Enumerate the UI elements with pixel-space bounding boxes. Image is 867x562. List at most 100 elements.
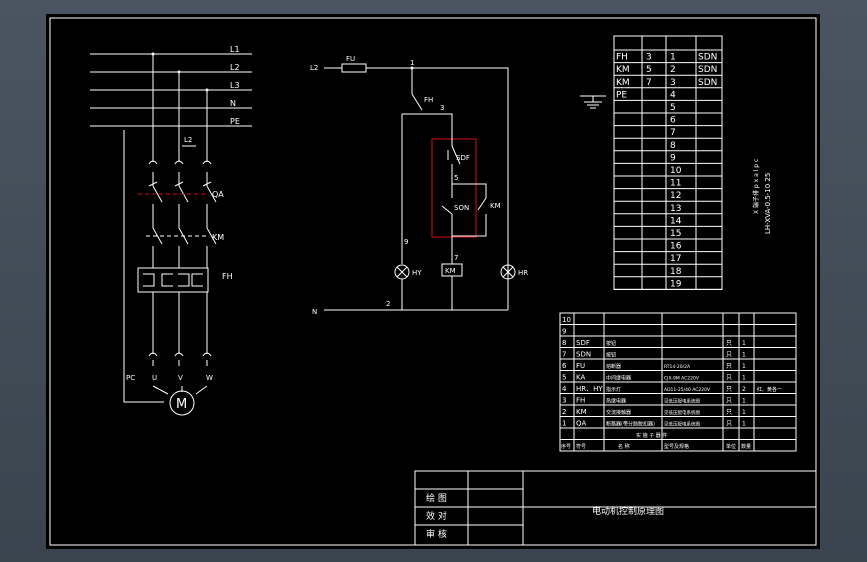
terminal-device: PE [616, 90, 627, 100]
bom-note: 红、黄各一 [757, 386, 782, 393]
contactor-label: KM [212, 233, 224, 242]
overload-relay [137, 267, 209, 293]
bom-code: QA [576, 420, 587, 428]
overload-element [143, 273, 203, 287]
km-contact-label: KM [490, 202, 501, 210]
terminal-number: 19 [670, 279, 682, 289]
control-bus-top [366, 67, 509, 284]
bom-code: KM [576, 408, 587, 416]
bom-qty: 1 [742, 398, 746, 405]
bom-code: HR、HY [576, 385, 603, 393]
bom-model: RT14-20/2A [664, 364, 691, 370]
output-label: U [152, 374, 157, 382]
bom-name: 断路器(带分励脱扣器) [606, 421, 655, 428]
motor-label: M [176, 397, 187, 412]
breaker-trip-mark [148, 181, 158, 187]
lamp-hy-label: HY [412, 269, 422, 277]
km-coil-label: KM [445, 267, 456, 275]
lamp-hy-cross [396, 266, 408, 310]
role-label: 审 核 [426, 528, 447, 540]
terminal-device: KM [616, 78, 630, 88]
bom-unit: 只 [726, 409, 732, 416]
wire-number: 5 [454, 174, 458, 182]
terminal-number: 11 [670, 179, 681, 189]
bom-name: 指示灯 [606, 386, 621, 393]
output-label: V [178, 374, 183, 382]
terminal-dest: SDN [698, 53, 717, 63]
bom-no: 8 [562, 339, 566, 347]
bom-qty: 1 [742, 409, 746, 416]
bom-unit: 只 [726, 375, 732, 382]
bom-no: 7 [562, 351, 566, 359]
terminal-number: 10 [670, 166, 682, 176]
bom-unit: 只 [726, 352, 732, 359]
bom-name: 交流接触器 [606, 409, 631, 416]
wire-number: 2 [386, 300, 390, 308]
terminal-number: 6 [670, 116, 676, 126]
control-circuit: L2 FU 1 FH 3 SDF 5 SON KM 9 [310, 55, 528, 316]
bom-name: 按钮 [606, 340, 616, 347]
bom-header: 序号 [561, 443, 571, 450]
bom-qty: 1 [742, 363, 746, 370]
line-label: N [230, 99, 236, 108]
phase-conductor [174, 72, 189, 366]
bom-qty: 1 [742, 352, 746, 359]
bom-name: 中间继电器 [606, 375, 631, 382]
fh-changeover-contact [401, 68, 453, 264]
bom-header: 符号 [576, 443, 586, 450]
bom-qty: 1 [742, 375, 746, 382]
terminal-dest: SDN [698, 78, 717, 88]
terminal-device: KM [616, 65, 630, 75]
terminal-wire: 5 [646, 65, 652, 75]
bom-no: 5 [562, 374, 566, 382]
terminal-number: 1 [670, 53, 676, 63]
overload-label: FH [222, 272, 233, 281]
terminal-dest: SDN [698, 65, 717, 75]
phase-conductor [202, 90, 217, 366]
line-label: L3 [230, 81, 240, 90]
motor-symbol [169, 390, 195, 416]
fuse [341, 63, 367, 73]
phase-conductors [148, 52, 217, 366]
power-circuit: L1 L2 L3 N PE L2 QA KM FH [90, 45, 252, 416]
bom-model: AD11-25/40 AC220V [664, 387, 711, 393]
sdf-son-contacts [441, 136, 461, 236]
bom-qty: 1 [742, 421, 746, 428]
breaker-trip-mark [174, 181, 184, 187]
bom-unit: 只 [726, 398, 732, 405]
bom-model: 见低压配电系统图 [664, 421, 700, 428]
busbars [90, 53, 252, 127]
pushbutton-station [431, 138, 477, 238]
fh-contact-label: FH [424, 96, 433, 104]
supply-label: L2 [310, 64, 318, 72]
bom-no: 6 [562, 362, 567, 370]
bom-code: FH [576, 397, 585, 405]
km-holding-contact [452, 183, 487, 237]
bom-no: 9 [562, 328, 566, 336]
line-label: L1 [230, 45, 240, 54]
terminal-wire: 7 [646, 78, 652, 88]
phase-conductor [148, 54, 163, 366]
terminal-number: 9 [670, 153, 676, 163]
ground-symbol [580, 95, 606, 109]
fuse-label: FU [346, 55, 355, 63]
line-label: PE [230, 117, 240, 126]
bom-unit: 只 [726, 363, 732, 370]
terminal-wire: 3 [646, 53, 652, 63]
bom-no: 4 [562, 385, 567, 393]
pe-conductor [123, 130, 164, 403]
bom-name: 按钮 [606, 352, 616, 359]
neutral-label: N [312, 308, 317, 316]
bom-code: FU [576, 362, 585, 370]
terminal-number: 13 [670, 204, 681, 214]
bom-header: 型号及规格 [664, 443, 689, 450]
bom-name: 熔断器 [606, 363, 621, 370]
terminal-number: 17 [670, 254, 681, 264]
bom-qty: 1 [742, 340, 746, 347]
bom-model: CJX-9M AC220V [664, 376, 700, 382]
